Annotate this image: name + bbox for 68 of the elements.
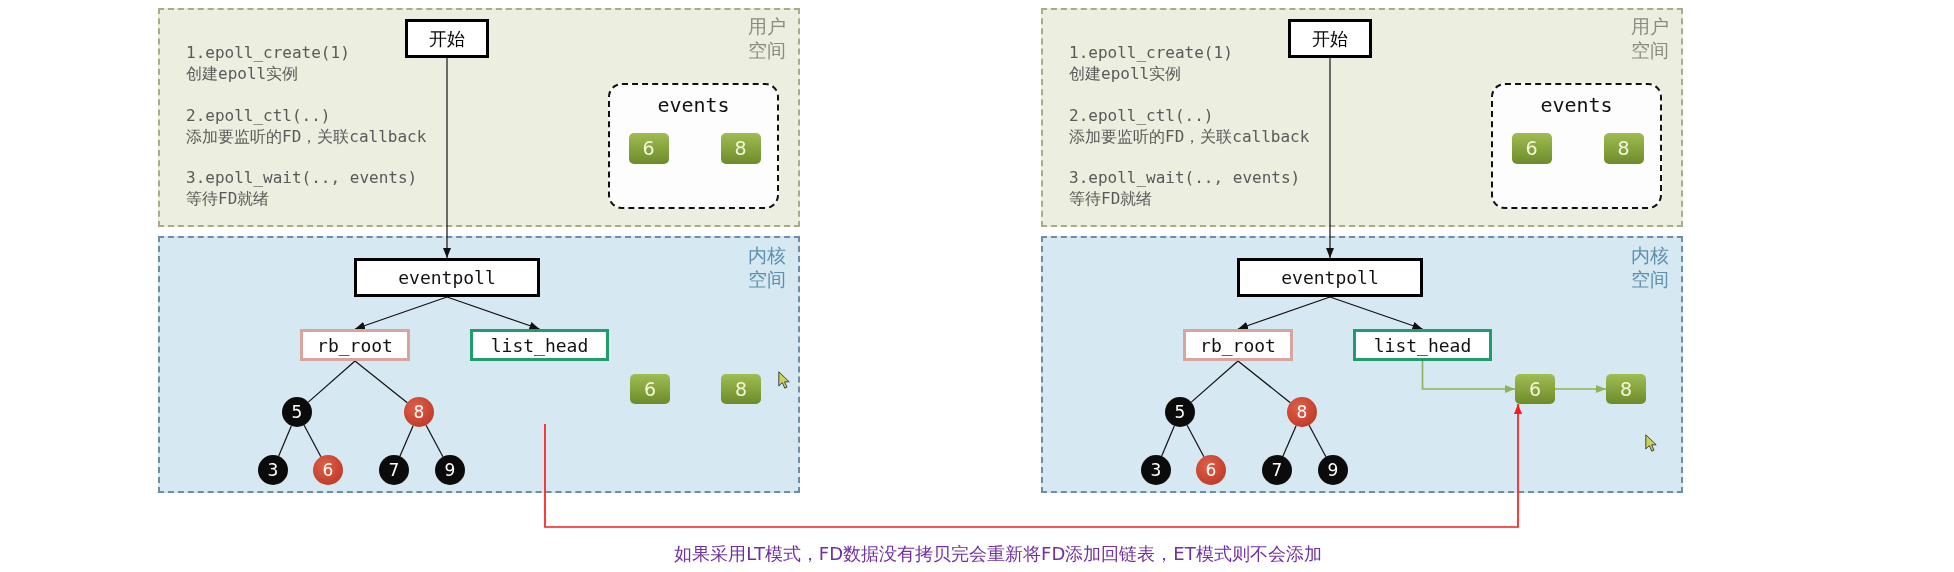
arrow [1329, 296, 1424, 330]
arrow [446, 296, 541, 330]
struct-box: list_head [470, 329, 609, 361]
tree-node-circle: 3 [1141, 455, 1171, 485]
number-tile: 8 [1603, 132, 1644, 164]
connector-line [354, 360, 408, 404]
number-tile: 6 [628, 132, 669, 164]
start-box: 开始 [405, 19, 489, 58]
arrow [1554, 385, 1607, 393]
tree-node-circle: 7 [1262, 455, 1292, 485]
connector-line [1190, 360, 1239, 403]
connector-line [303, 424, 322, 458]
struct-box: rb_root [300, 329, 410, 361]
number-tile: 6 [1515, 374, 1555, 404]
connector-line [1237, 360, 1291, 404]
tree-node-circle: 9 [435, 455, 465, 485]
connector-line [1186, 424, 1205, 458]
arrow [544, 403, 1522, 528]
tree-node-circle: 5 [1165, 397, 1195, 427]
number-tile: 8 [721, 374, 761, 404]
dashed-panel [1041, 236, 1683, 493]
step-text: 3.epoll_wait(.., events) 等待FD就绪 [186, 167, 419, 209]
struct-box: eventpoll [354, 258, 540, 297]
tree-node-circle: 6 [1196, 455, 1226, 485]
connector-line [1308, 424, 1327, 458]
connector-line [425, 424, 444, 458]
struct-box: list_head [1353, 329, 1492, 361]
dashed-panel [158, 236, 800, 493]
tree-node-circle: 8 [1287, 397, 1317, 427]
tree-node-circle: 5 [282, 397, 312, 427]
struct-box: rb_root [1183, 329, 1293, 361]
dashed-panel [1041, 8, 1683, 227]
step-text: 3.epoll_wait(.., events) 等待FD就绪 [1069, 167, 1302, 209]
arrow [354, 296, 448, 330]
connector-line [307, 360, 356, 403]
tree-node-circle: 9 [1318, 455, 1348, 485]
tree-node-circle: 8 [404, 397, 434, 427]
step-text: 1.epoll_create(1) 创建epoll实例 [1069, 42, 1234, 84]
number-tile: 8 [1606, 374, 1646, 404]
step-text: 2.epoll_ctl(..) 添加要监听的FD，关联callback [186, 105, 428, 147]
arrow [1421, 360, 1516, 393]
connector-line [399, 425, 414, 457]
panel-label: 内核空间 [748, 243, 787, 291]
arrow [443, 57, 451, 259]
arrow [1326, 57, 1334, 259]
tree-node-circle: 3 [258, 455, 288, 485]
tree-node-circle: 7 [379, 455, 409, 485]
caption: 如果采用LT模式，FD数据没有拷贝完会重新将FD添加回链表，ET模式则不会添加 [674, 543, 1322, 565]
box-title: events [657, 93, 730, 117]
connector-line [278, 425, 292, 457]
panel-label: 用户空间 [1631, 14, 1670, 62]
number-tile: 6 [1511, 132, 1552, 164]
number-tile: 8 [720, 132, 761, 164]
dashed-box [608, 83, 779, 209]
dashed-panel [158, 8, 800, 227]
number-tile: 6 [630, 374, 670, 404]
struct-box: eventpoll [1237, 258, 1423, 297]
dashed-box [1491, 83, 1662, 209]
box-title: events [1540, 93, 1613, 117]
panel-label: 内核空间 [1631, 243, 1670, 291]
panel-label: 用户空间 [748, 14, 787, 62]
connector-line [1161, 425, 1175, 457]
tree-node-circle: 6 [313, 455, 343, 485]
arrow [1237, 296, 1331, 330]
step-text: 2.epoll_ctl(..) 添加要监听的FD，关联callback [1069, 105, 1311, 147]
connector-line [1282, 425, 1297, 457]
start-box: 开始 [1288, 19, 1372, 58]
step-text: 1.epoll_create(1) 创建epoll实例 [186, 42, 351, 84]
